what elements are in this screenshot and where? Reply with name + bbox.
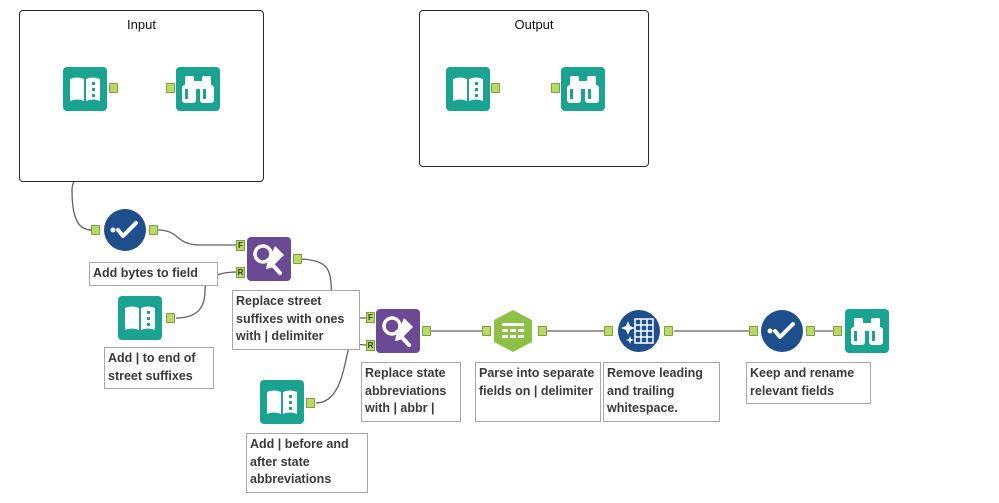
data-cleansing-tool[interactable] (617, 309, 661, 353)
select-tool-2[interactable] (760, 309, 804, 353)
findreplace-replace-anchor[interactable]: R (236, 267, 245, 278)
select-input-anchor[interactable] (91, 225, 100, 235)
annotation-keep-rename: Keep and rename relevant fields (746, 362, 871, 404)
annotation-parse: Parse into separate fields on | delimite… (475, 362, 601, 422)
select-checkmark-icon (761, 310, 803, 352)
browse-binoculars-icon (176, 67, 220, 111)
output-input-data-output-anchor[interactable] (491, 83, 500, 93)
wire-select-to-findreplace-f (157, 229, 236, 246)
final-browse-tool[interactable] (845, 309, 889, 353)
select2-input-anchor[interactable] (749, 326, 758, 336)
output-browse-tool[interactable] (561, 67, 605, 111)
parse-input-anchor[interactable] (482, 326, 491, 336)
annotation-whitespace: Remove leading and trailing whitespace. (603, 362, 720, 422)
output-browse-input-anchor[interactable] (551, 83, 560, 93)
find-replace-icon (247, 237, 291, 281)
input-container-title: Input (127, 17, 156, 32)
suffix-input-output-anchor[interactable] (166, 313, 175, 323)
select2-output-anchor[interactable] (806, 326, 815, 336)
browse-binoculars-icon (561, 67, 605, 111)
select-checkmark-icon (104, 209, 146, 251)
find-replace-icon (376, 309, 420, 353)
findreplace2-find-anchor[interactable]: F (366, 312, 375, 323)
select-output-anchor[interactable] (149, 225, 158, 235)
cleansing-output-anchor[interactable] (664, 326, 673, 336)
input-data-tool[interactable] (63, 67, 107, 111)
output-container-title: Output (514, 17, 554, 32)
input-data-book-icon (446, 67, 490, 111)
wire-suffix-input-to-findreplace-r (175, 271, 237, 319)
text-to-columns-icon (494, 310, 532, 352)
final-browse-input-anchor[interactable] (833, 326, 842, 336)
findreplace2-output-anchor[interactable] (422, 326, 431, 336)
input-container[interactable]: Input (19, 10, 264, 182)
input-data-output-anchor[interactable] (109, 83, 118, 93)
annotation-add-pipe-state: Add | before and after state abbreviatio… (246, 433, 368, 493)
input-data-book-icon (260, 380, 304, 424)
suffix-input-data-tool[interactable] (118, 296, 162, 340)
wire-state-input-to-findreplace2-r (315, 343, 367, 404)
annotation-replace-state: Replace state abbreviations with | abbr … (361, 362, 461, 422)
findreplace-find-anchor[interactable]: F (236, 240, 245, 251)
findreplace-output-anchor[interactable] (293, 254, 302, 264)
browse-tool[interactable] (176, 67, 220, 111)
findreplace2-replace-anchor[interactable]: R (366, 340, 375, 351)
browse-input-anchor[interactable] (166, 83, 175, 93)
input-data-book-icon (63, 67, 107, 111)
text-to-columns-tool[interactable] (491, 309, 535, 353)
output-input-data-tool[interactable] (446, 67, 490, 111)
parse-output-anchor[interactable] (538, 326, 547, 336)
state-input-output-anchor[interactable] (306, 398, 315, 408)
find-replace-tool[interactable] (247, 237, 291, 281)
cleansing-input-anchor[interactable] (604, 326, 613, 336)
select-tool[interactable] (103, 208, 147, 252)
browse-binoculars-icon (845, 309, 889, 353)
annotation-add-pipe-suffix: Add | to end of street suffixes (104, 347, 214, 389)
input-data-book-icon (118, 296, 162, 340)
annotation-add-bytes: Add bytes to field (89, 262, 218, 286)
find-replace-tool-2[interactable] (376, 309, 420, 353)
data-cleansing-icon (618, 310, 660, 352)
state-input-data-tool[interactable] (260, 380, 304, 424)
annotation-replace-street: Replace street suffixes with ones with |… (232, 290, 360, 350)
